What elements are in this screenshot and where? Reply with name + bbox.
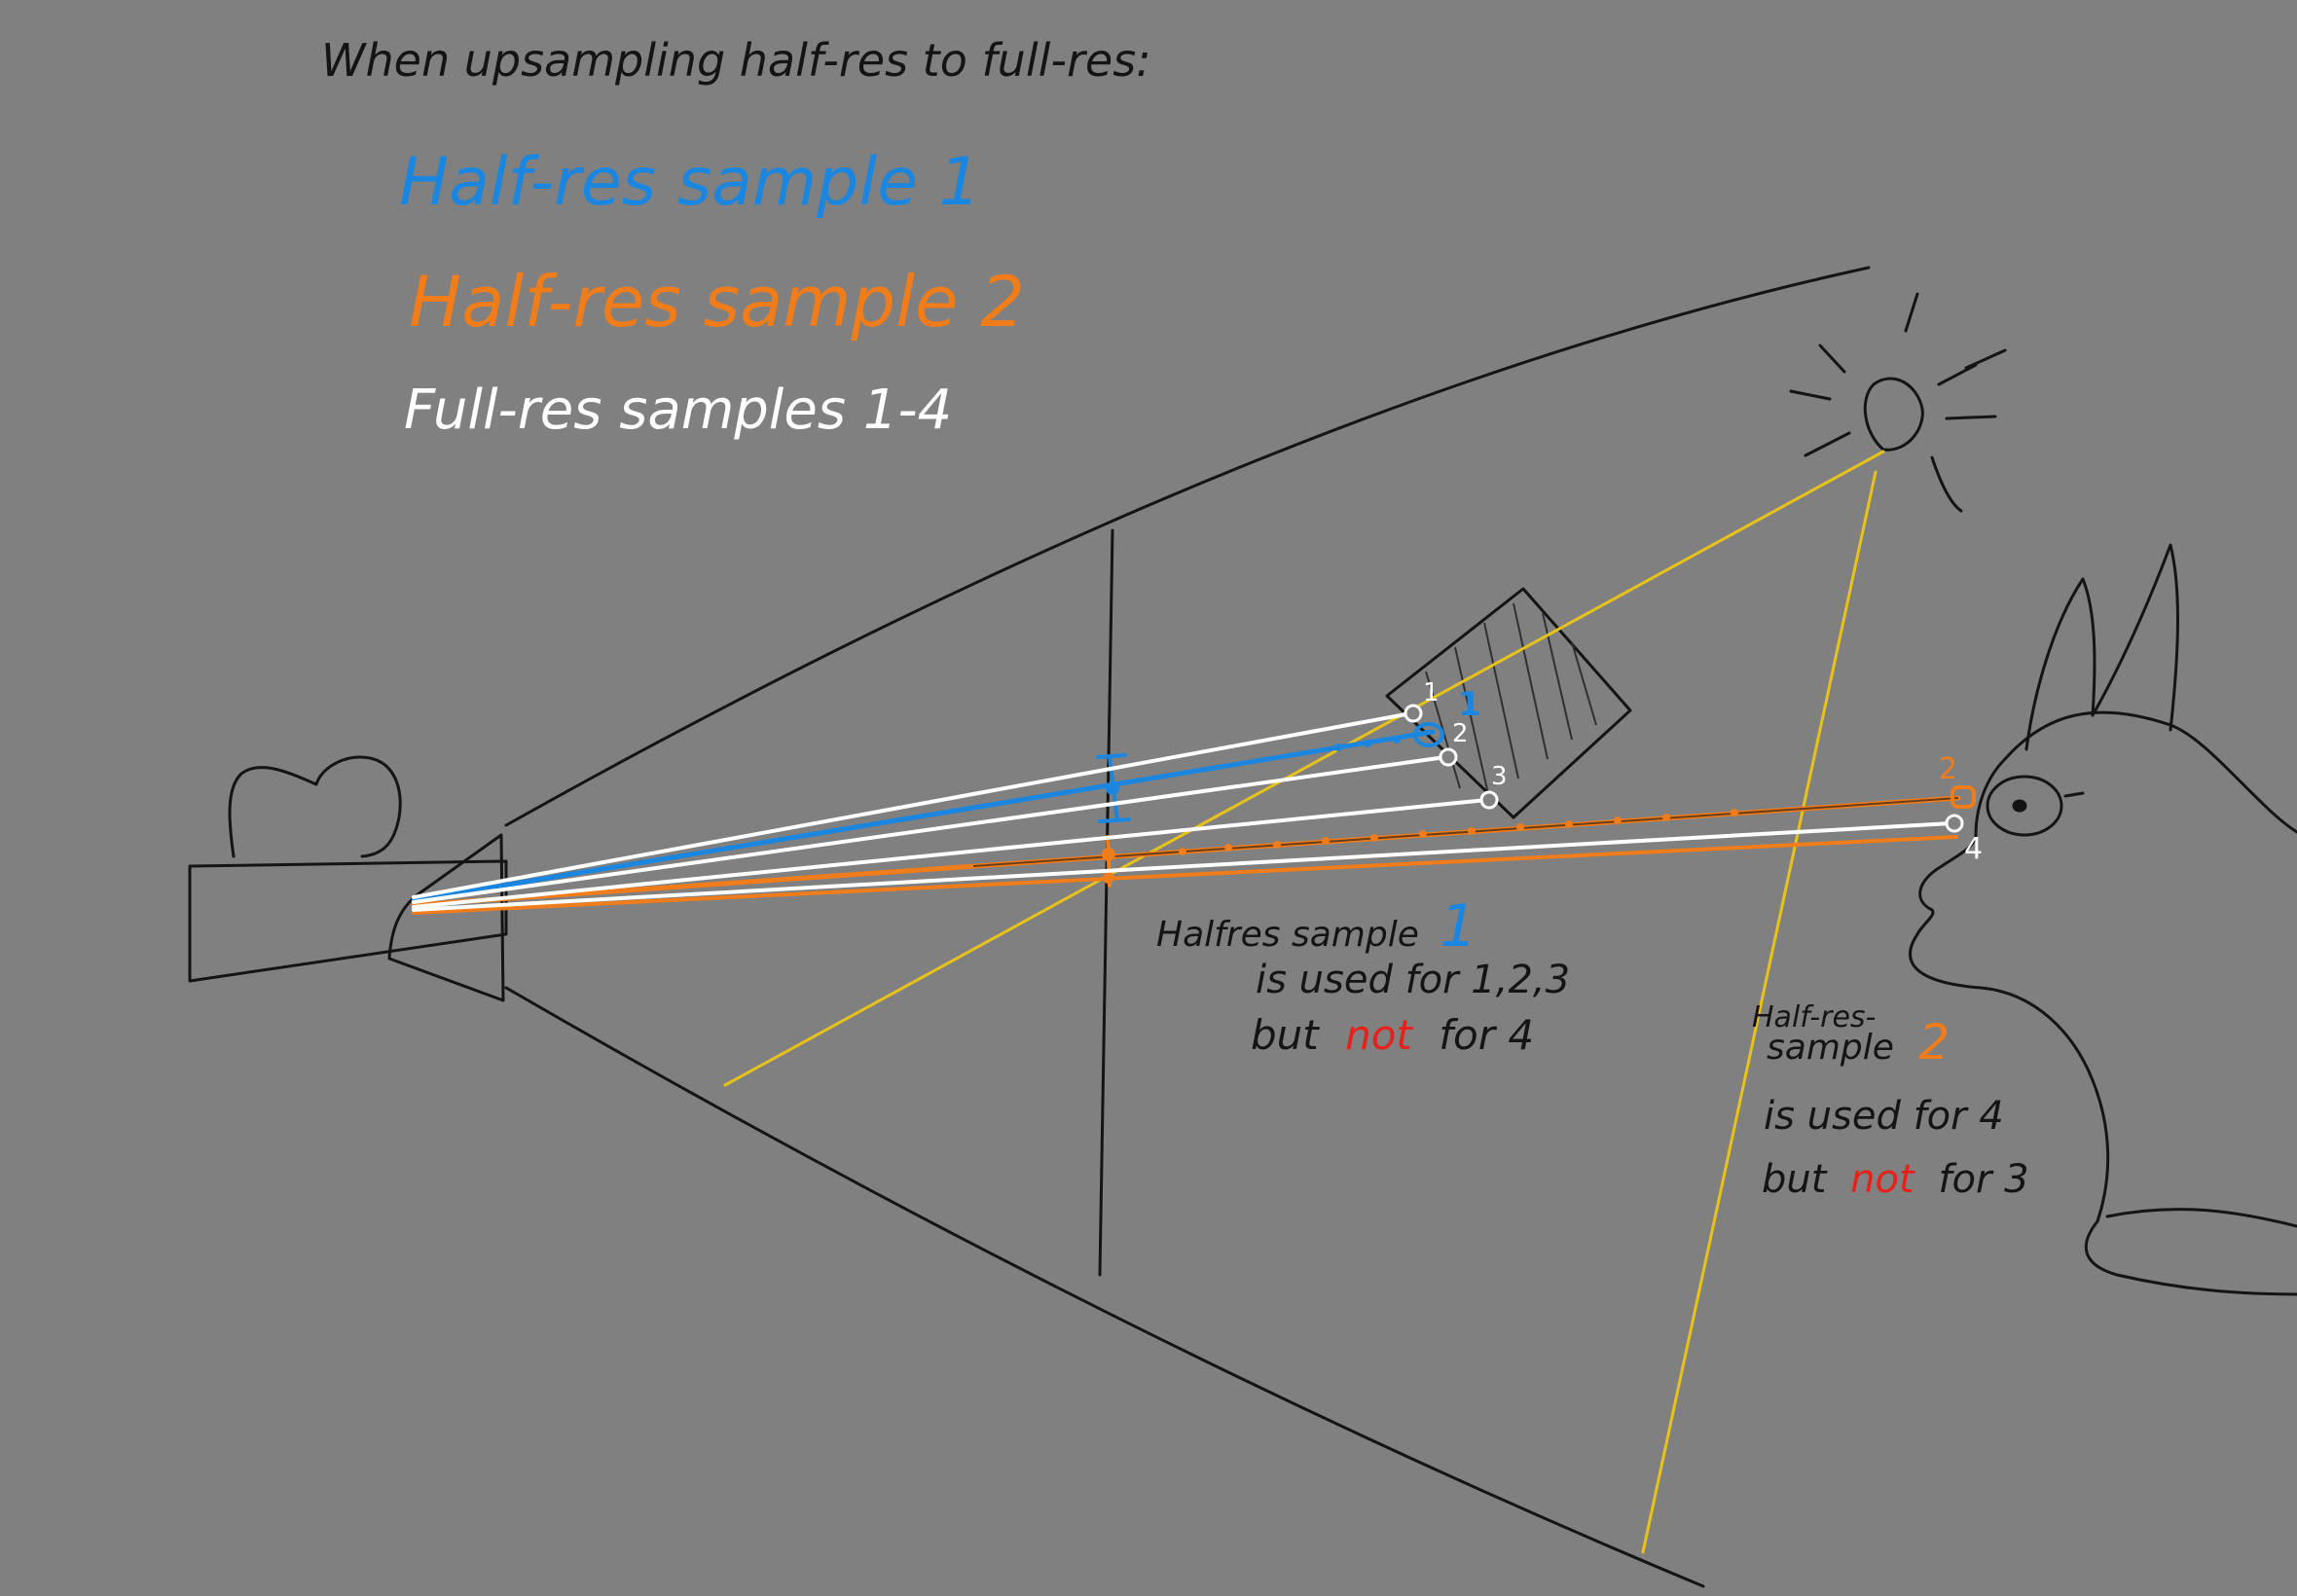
note-2-line-2-prefix: sample	[1767, 1028, 1894, 1068]
svg-text:Halfres sample 1: Halfres sample 1	[1156, 892, 1477, 961]
full-res-sample-2-marker	[1439, 747, 1458, 767]
light-ray-to-near-plane	[723, 450, 1885, 1087]
bunny-icon	[1909, 543, 2297, 1296]
full-res-ray-2	[412, 755, 1447, 904]
svg-text:sample 2: sample 2	[1767, 1014, 1950, 1070]
full-res-label-1: 1	[1423, 678, 1440, 707]
full-res-sample-4-marker	[1945, 814, 1964, 833]
full-res-ray-1	[412, 711, 1413, 899]
note-2-line-4-not: not	[1850, 1157, 1915, 1202]
sun-icon	[1789, 292, 2007, 513]
note-1-line-1-prefix: Halfres sample	[1156, 915, 1419, 955]
legend-full-res-samples: Full-res samples 1-4	[404, 379, 952, 442]
svg-text:but not for 3: but not for 3	[1762, 1157, 2029, 1202]
light-rays	[723, 450, 1885, 1554]
half-res-sample-1-marker	[1413, 722, 1444, 747]
full-res-sample-markers	[1404, 704, 1964, 833]
full-res-sample-rays	[412, 711, 1953, 912]
page-title: When upsampling half-res to full-res:	[321, 34, 1151, 87]
half-res-plane	[1098, 528, 1114, 1277]
note-1-line-3-before: but	[1251, 1011, 1320, 1059]
note-half-res-sample-1: Halfres sample 1 is used for 1,2,3 but n…	[1156, 892, 1570, 1059]
note-2-line-2-number: 2	[1918, 1014, 1950, 1070]
note-2-line-4-after: for 3	[1938, 1157, 2028, 1202]
note-2-line-1: Half-res-	[1752, 1000, 1876, 1034]
note-1-line-2: is used for 1,2,3	[1256, 958, 1570, 1002]
svg-text:but not for 4: but not for 4	[1251, 1011, 1534, 1059]
note-1-line-3-after: for 4	[1439, 1011, 1534, 1059]
note-half-res-sample-2: Half-res- sample 2 is used for 4 but not…	[1752, 1000, 2029, 1202]
note-2-line-3: is used for 4	[1764, 1094, 2004, 1139]
full-res-ray-4	[412, 821, 1953, 912]
frustum-bottom-edge	[504, 986, 1705, 1588]
frustum-top-edge	[504, 266, 1871, 827]
full-res-sample-3-marker	[1479, 790, 1499, 810]
note-1-line-1-number: 1	[1440, 892, 1477, 961]
full-res-label-3: 3	[1491, 762, 1508, 791]
half-res-sample-2-ray	[411, 785, 1976, 915]
full-res-label-4: 4	[1964, 832, 1983, 866]
camera-icon	[188, 755, 508, 1002]
half-res-sample-2-marker	[1951, 785, 1976, 809]
legend-half-res-sample-1: Half-res sample 1	[399, 144, 981, 221]
light-ray-to-ground	[1641, 470, 1878, 1554]
legend-half-res-sample-2: Half-res sample 2	[409, 261, 1025, 343]
half-res-label-1: 1	[1458, 685, 1481, 724]
full-res-ray-3	[412, 798, 1489, 909]
half-res-sample-1-ray	[411, 722, 1444, 903]
half-res-label-2: 2	[1939, 752, 1957, 786]
view-frustum	[504, 266, 1871, 1588]
note-1-line-3-not: not	[1345, 1011, 1413, 1059]
full-res-sample-1-marker	[1404, 704, 1423, 723]
half-res-sample-2-pixel-marker	[1102, 835, 1115, 888]
full-res-label-2: 2	[1452, 719, 1469, 748]
note-2-line-4-before: but	[1762, 1157, 1828, 1202]
